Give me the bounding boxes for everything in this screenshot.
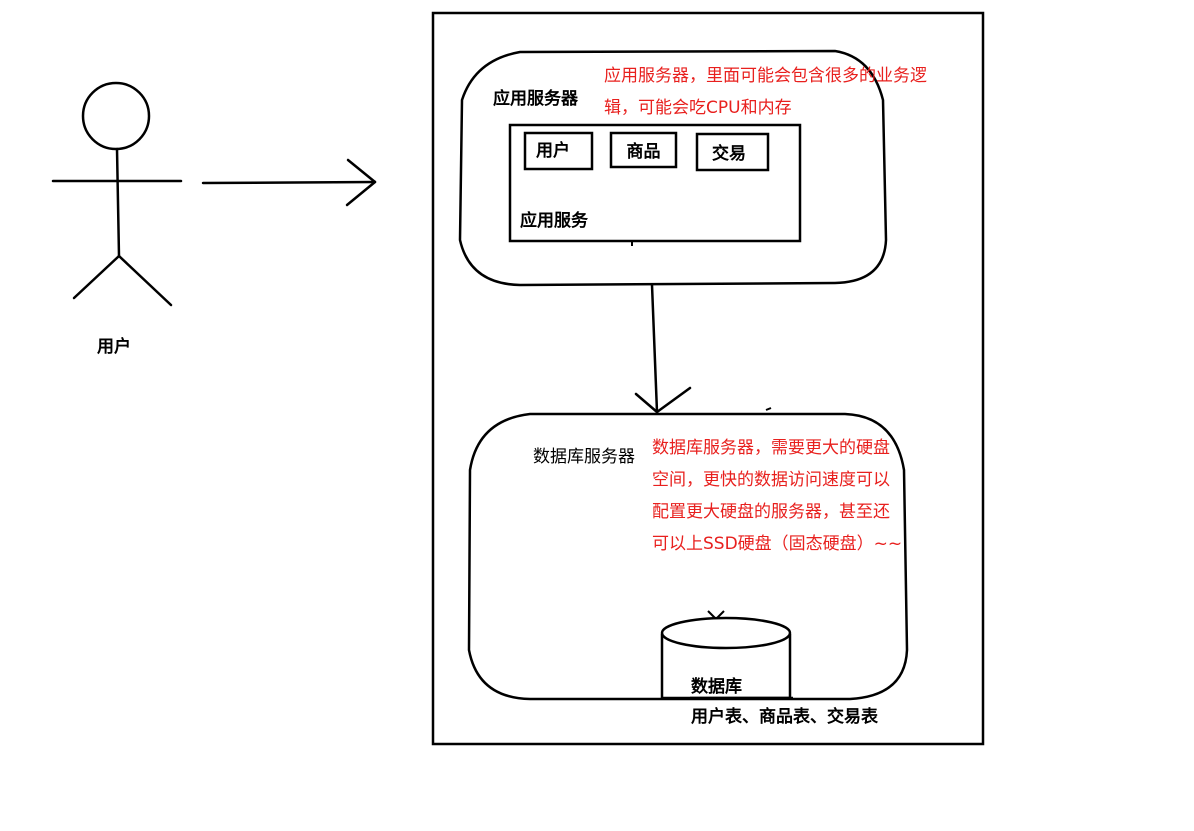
stray-mark bbox=[765, 407, 772, 411]
db-server-note: 数据库服务器，需要更大的硬盘空间，更快的数据访问速度可以配置更大硬盘的服务器，甚… bbox=[652, 438, 903, 554]
app-server-shape bbox=[458, 49, 888, 287]
user-to-system-arrow bbox=[201, 158, 377, 207]
module-label-trade: 交易 bbox=[712, 144, 746, 164]
user-label: 用户 bbox=[97, 337, 131, 357]
user-head bbox=[81, 81, 151, 151]
user-right-leg bbox=[117, 254, 173, 307]
system-boundary bbox=[431, 11, 985, 746]
app-server-title: 应用服务器 bbox=[493, 89, 578, 109]
app-service-box bbox=[508, 123, 802, 243]
user-stick-figure bbox=[51, 81, 183, 307]
app-service-label: 应用服务 bbox=[520, 211, 588, 231]
app-to-db-arrow bbox=[634, 283, 692, 414]
user-left-leg bbox=[72, 254, 121, 300]
app-server-note: 应用服务器，里面可能会包含很多的业务逻辑，可能会吃CPU和内存 bbox=[604, 66, 927, 118]
database-label: 数据库 bbox=[691, 677, 742, 697]
database-tables-label: 用户表、商品表、交易表 bbox=[691, 707, 878, 727]
module-box-user bbox=[523, 131, 594, 171]
module-box-product bbox=[609, 131, 678, 169]
db-server-shape bbox=[467, 412, 909, 701]
database-cylinder bbox=[660, 616, 792, 700]
user-body bbox=[115, 147, 121, 258]
module-box-trade bbox=[695, 132, 770, 172]
db-server-title: 数据库服务器 bbox=[533, 447, 635, 467]
module-label-user: 用户 bbox=[536, 141, 570, 161]
module-label-product: 商品 bbox=[626, 142, 661, 162]
